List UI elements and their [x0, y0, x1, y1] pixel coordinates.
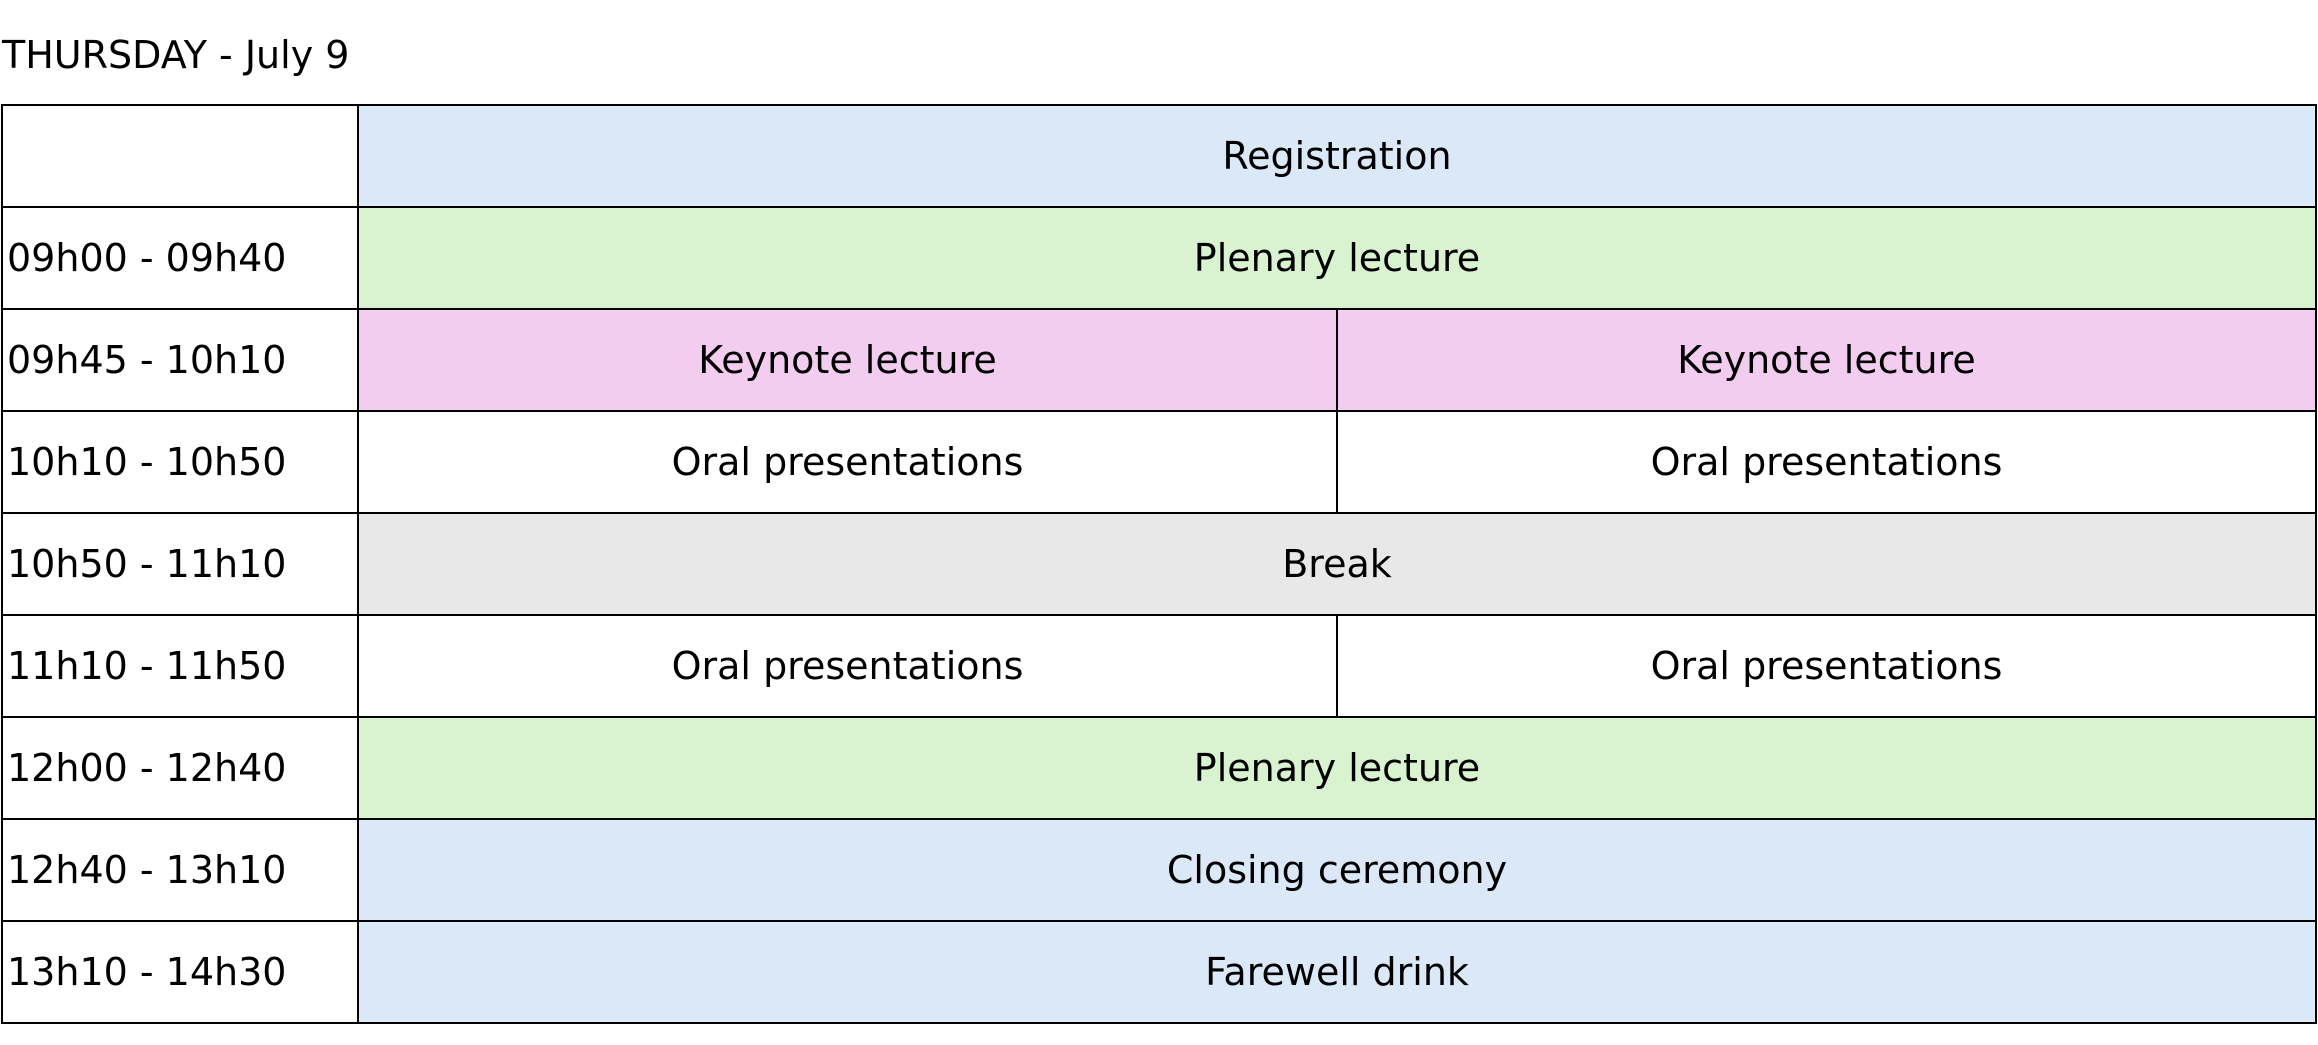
session-cell-admin: Closing ceremony: [357, 818, 2317, 922]
time-slot-cell: 10h50 - 11h10: [1, 512, 359, 616]
session-cell-oral: Oral presentations: [357, 410, 1338, 514]
session-cell-keynote: Keynote lecture: [1336, 308, 2317, 412]
session-cell-oral: Oral presentations: [1336, 614, 2317, 718]
time-slot-cell: 13h10 - 14h30: [1, 920, 359, 1024]
time-slot-cell: 11h10 - 11h50: [1, 614, 359, 718]
day-title: THURSDAY - July 9: [2, 33, 350, 77]
session-cell-admin: Registration: [357, 104, 2317, 208]
session-cell-oral: Oral presentations: [1336, 410, 2317, 514]
time-slot-cell: 12h40 - 13h10: [1, 818, 359, 922]
time-slot-cell: [1, 104, 359, 208]
session-cell-break: Break: [357, 512, 2317, 616]
schedule-row: Registration: [1, 104, 2317, 208]
time-slot-cell: 09h00 - 09h40: [1, 206, 359, 310]
time-slot-cell: 10h10 - 10h50: [1, 410, 359, 514]
time-slot-cell: 12h00 - 12h40: [1, 716, 359, 820]
time-slot-cell: 09h45 - 10h10: [1, 308, 359, 412]
session-cell-admin: Farewell drink: [357, 920, 2317, 1024]
session-cell-oral: Oral presentations: [357, 614, 1338, 718]
session-cell-plenary: Plenary lecture: [357, 206, 2317, 310]
session-cell-keynote: Keynote lecture: [357, 308, 1338, 412]
session-cell-plenary: Plenary lecture: [357, 716, 2317, 820]
